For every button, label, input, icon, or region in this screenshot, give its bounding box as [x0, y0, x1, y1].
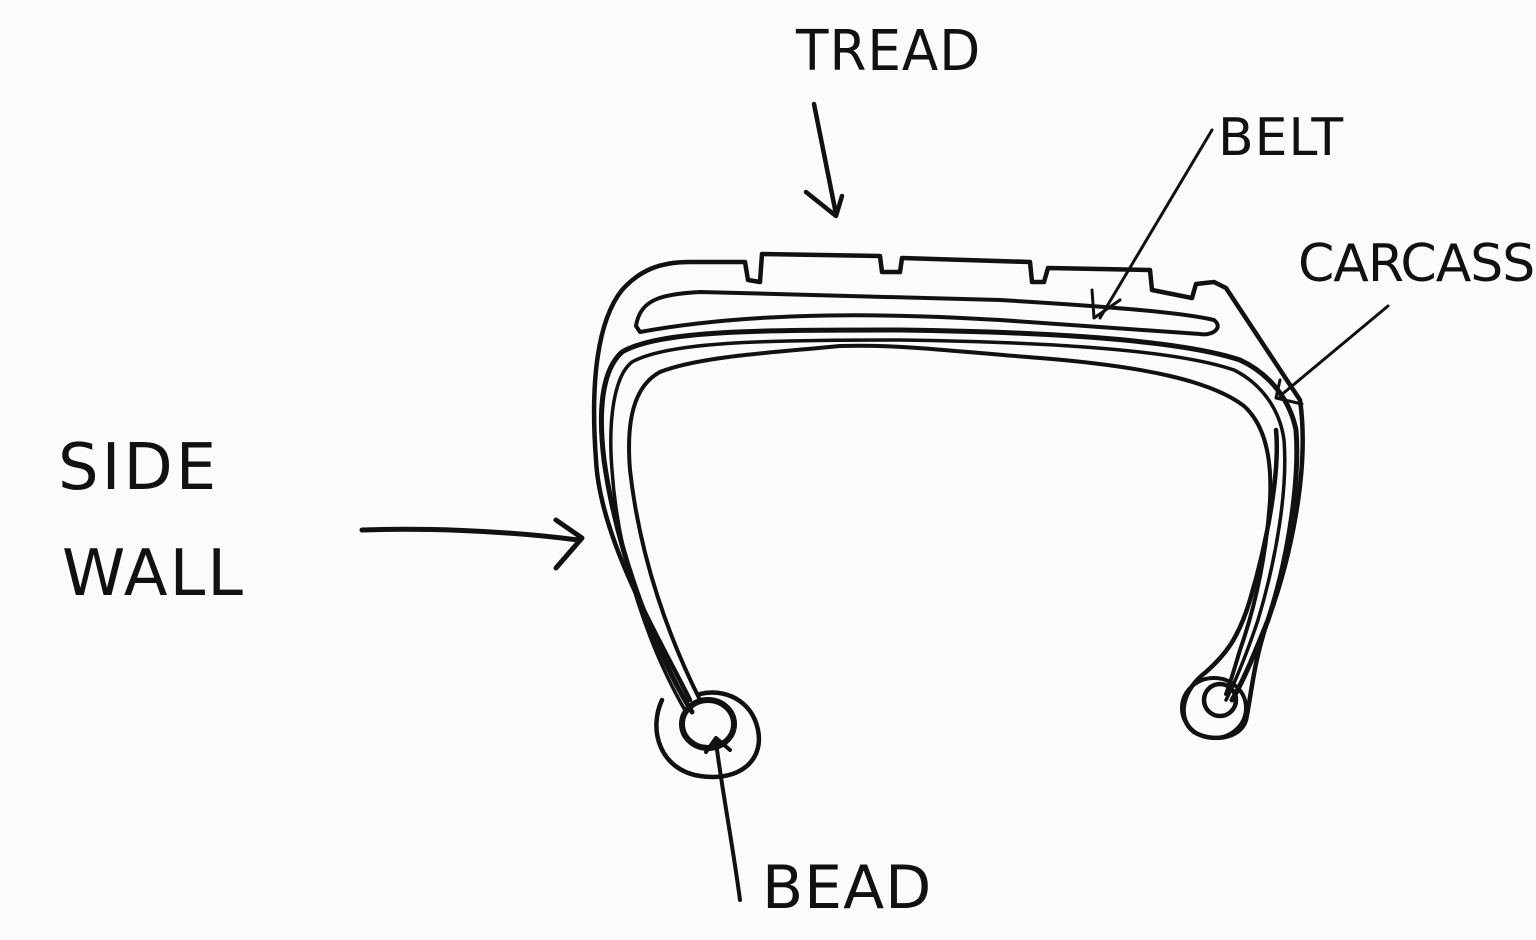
label-carcass: CARCASS [1298, 234, 1535, 294]
inner-liner [627, 343, 1273, 702]
left-bead-outer-loop [654, 690, 762, 780]
label-side-wall-line1: SIDE [58, 431, 220, 505]
belt-arrow-icon [1090, 128, 1214, 320]
right-bead-ring [1201, 681, 1239, 719]
tire-outer-contour [591, 251, 1305, 741]
carcass-arrow-icon [1274, 304, 1390, 406]
label-side-wall-line2: WALL [62, 537, 245, 611]
side-wall-arrow-icon [359, 517, 585, 571]
label-belt: BELT [1218, 108, 1345, 168]
right-bead-outer-loop [1180, 676, 1248, 740]
label-tread: TREAD [796, 19, 982, 84]
bead-pointer-icon [704, 736, 742, 902]
label-bead: BEAD [762, 853, 933, 923]
left-bead-ring [679, 697, 737, 751]
tread-arrow-icon [803, 101, 845, 219]
carcass-ply-inner [609, 338, 1287, 714]
carcass-ply-outer [598, 327, 1300, 715]
belt-band [634, 290, 1220, 337]
